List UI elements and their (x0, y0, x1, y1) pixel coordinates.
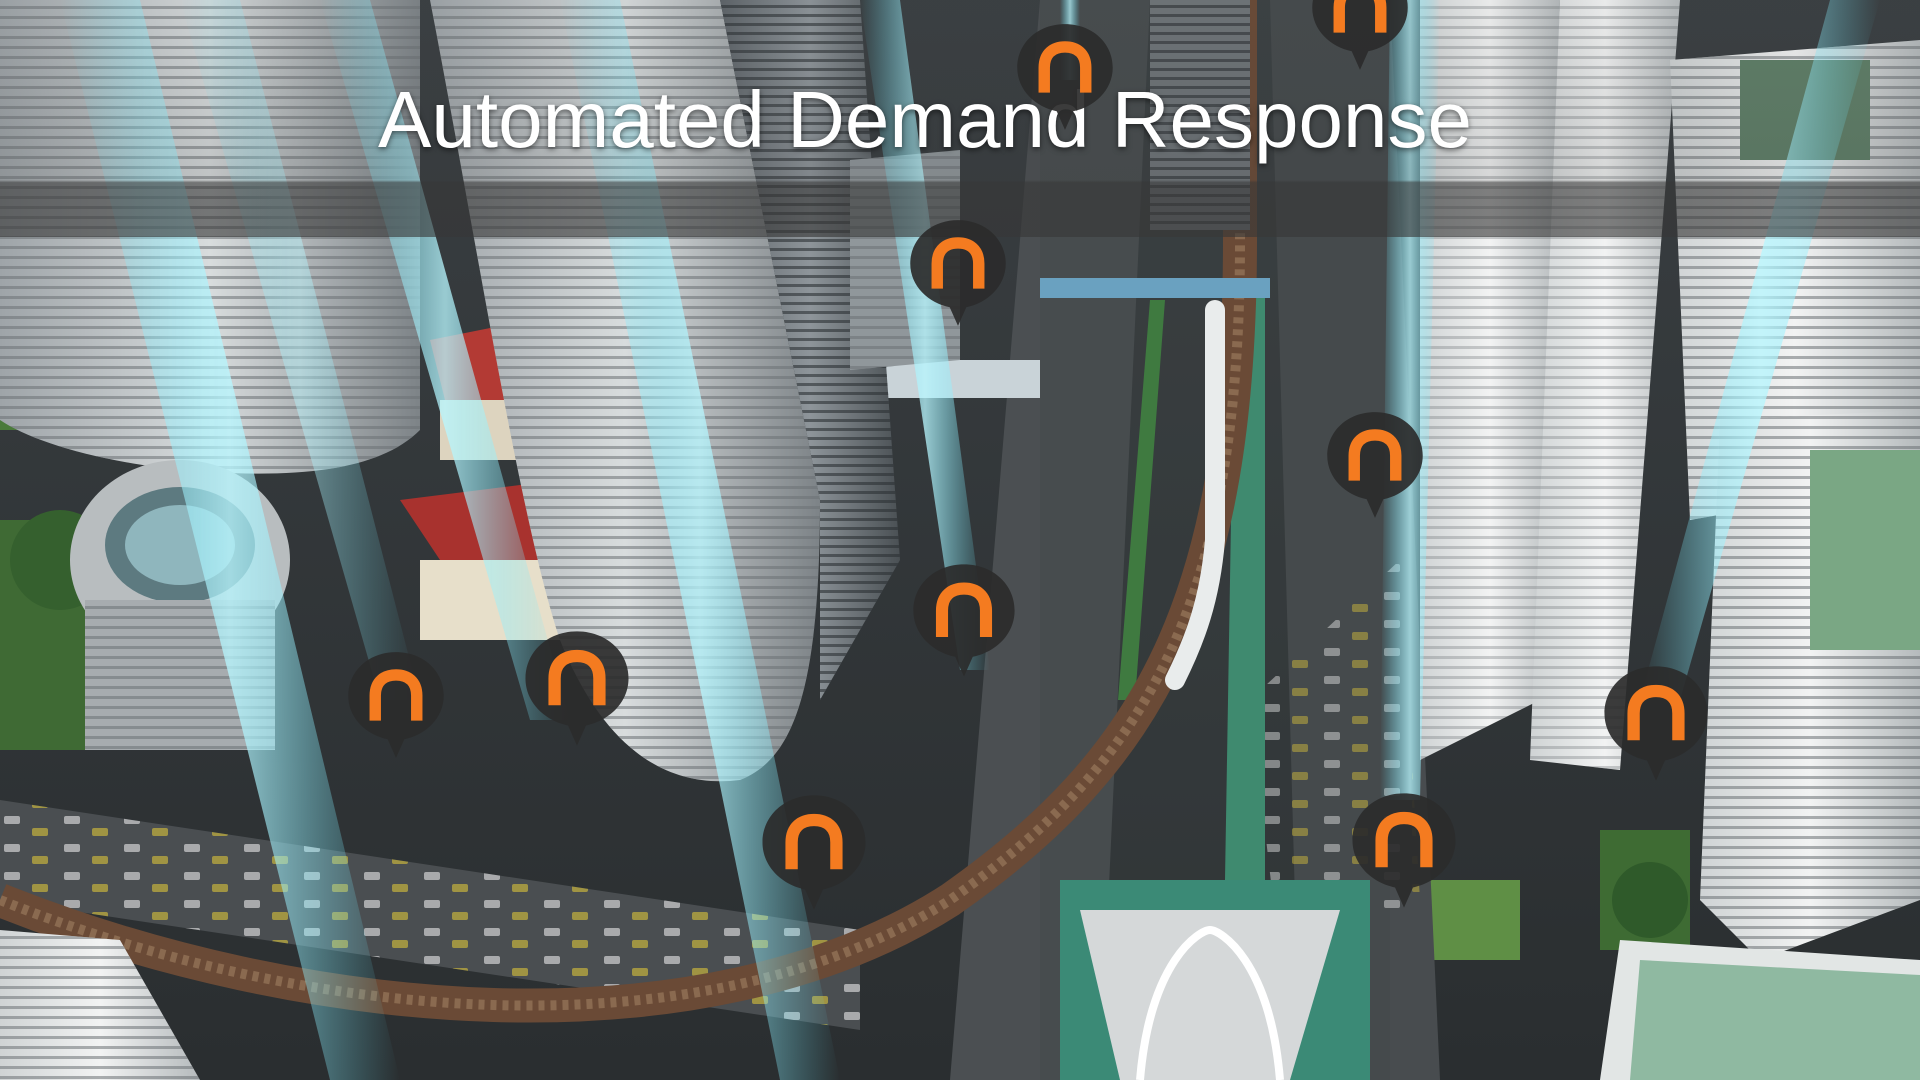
location-pin-icon (344, 650, 448, 760)
location-pin-icon (758, 793, 870, 912)
location-pin-icon (1348, 791, 1460, 910)
location-pin-icon (906, 218, 1010, 328)
location-pin-icon (521, 629, 633, 748)
arch-logo-icon (1375, 811, 1433, 868)
arch-logo-icon (1348, 429, 1402, 481)
arch-logo-icon (935, 582, 993, 637)
title-band (0, 0, 1920, 237)
arch-logo-icon (369, 669, 423, 721)
arch-logo-icon (548, 649, 606, 706)
arch-logo-icon (785, 813, 843, 870)
arch-logo-icon (1038, 41, 1092, 93)
location-pin-icon (1323, 410, 1427, 520)
location-pin-icon (1013, 22, 1117, 132)
arch-logo-icon (1627, 684, 1685, 741)
location-pin-icon (1308, 0, 1412, 72)
location-pin-icon (1600, 664, 1712, 783)
slide-title: Automated Demand Response (378, 75, 1472, 164)
arch-logo-icon (931, 237, 985, 289)
location-pin-icon (909, 562, 1019, 679)
